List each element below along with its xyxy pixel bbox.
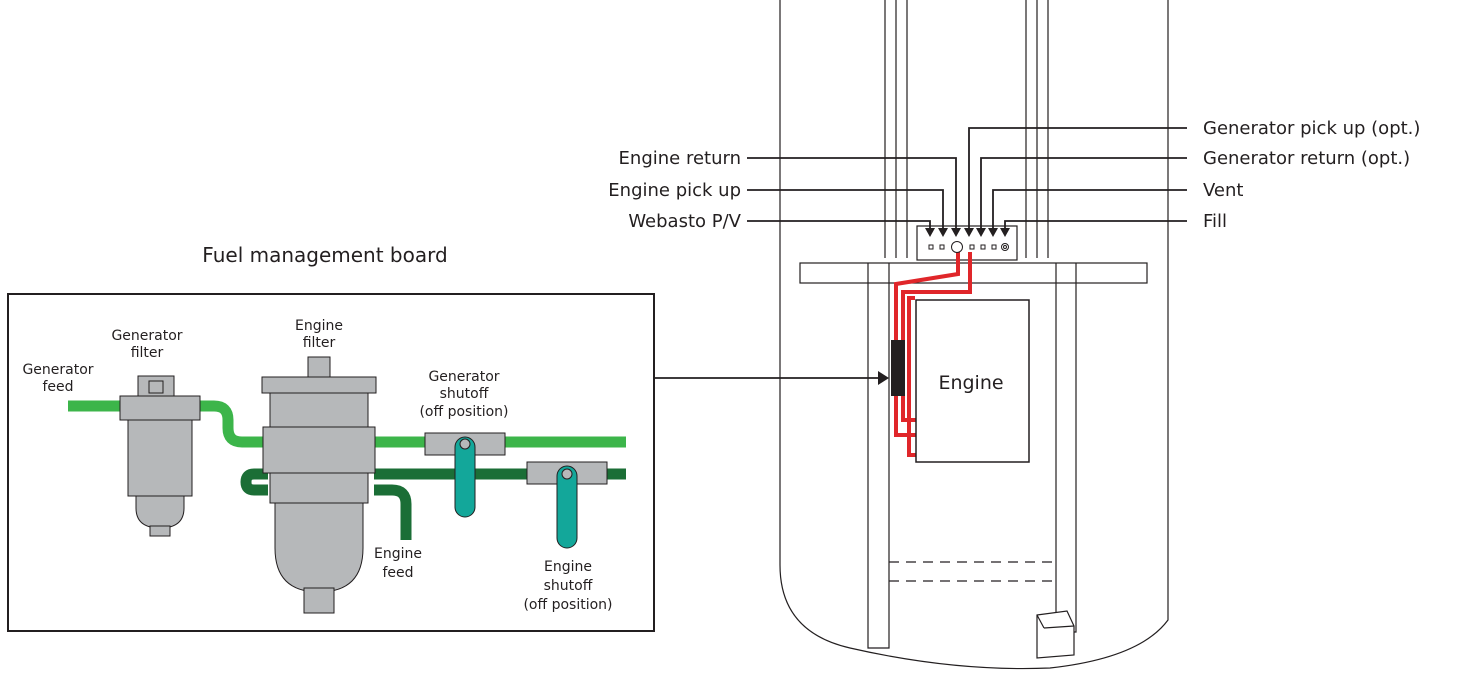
fitting-panel xyxy=(916,225,1018,261)
callout-arrowheads xyxy=(925,228,1010,237)
generator-filter-outlet-hose xyxy=(200,400,268,448)
left-callout-labels: Engine return Engine pick up Webasto P/V xyxy=(608,148,741,232)
callout-engine-pickup: Engine pick up xyxy=(608,180,741,201)
generator-filter-drain xyxy=(149,525,171,537)
battery-box xyxy=(1036,610,1075,659)
engine-filter-mid xyxy=(269,472,369,504)
callout-webasto: Webasto P/V xyxy=(628,211,741,232)
engine-shutoff-valve xyxy=(526,461,608,549)
label-engine-filter-2: filter xyxy=(303,335,336,351)
generator-filter xyxy=(119,375,201,537)
arrowhead xyxy=(964,228,974,237)
label-engine-shutoff-1: Engine xyxy=(544,559,592,575)
engine-valve-pivot xyxy=(561,468,573,480)
label-engine-shutoff-3: (off position) xyxy=(523,597,612,613)
fitting-generator-pickup xyxy=(969,244,975,250)
fitting-webasto xyxy=(928,244,934,250)
arrowhead xyxy=(925,228,935,237)
tank-fittings xyxy=(928,241,1009,253)
engine-feed-hose xyxy=(374,484,412,540)
fitting-engine-pickup xyxy=(939,244,945,250)
label-engine-shutoff-2: shutoff xyxy=(544,578,593,594)
arrowhead xyxy=(951,228,961,237)
fitting-vent xyxy=(991,244,997,250)
leader-fill xyxy=(1004,220,1187,228)
label-generator-shutoff-1: Generator xyxy=(428,369,499,385)
battery-box-edge xyxy=(1036,614,1045,629)
right-stringer xyxy=(1055,263,1077,633)
engine-box xyxy=(915,299,1030,463)
engine-loop-hose xyxy=(240,468,268,496)
leader-generator-return xyxy=(980,157,1187,228)
engine-label: Engine xyxy=(938,372,1003,394)
engine-filter-lid xyxy=(261,376,377,394)
callout-leaders xyxy=(747,127,1187,228)
engine-return-line xyxy=(894,252,960,437)
board-title: Fuel management board xyxy=(202,243,447,267)
fitting-fill xyxy=(1001,243,1009,251)
generator-filter-head xyxy=(119,395,201,421)
red-fuel-lines xyxy=(894,252,972,457)
generator-filter-bowl xyxy=(127,419,193,497)
leader-vent xyxy=(992,189,1187,228)
transom-beam xyxy=(799,262,1148,284)
generator-valve-handle xyxy=(454,436,476,518)
board-marker xyxy=(891,340,905,396)
engine-feed-line xyxy=(907,296,916,457)
label-generator-feed-1: Generator xyxy=(22,362,93,378)
generator-filter-cap-knob xyxy=(148,380,164,394)
engine-filter-bowl xyxy=(274,502,364,593)
label-generator-shutoff-2: shutoff xyxy=(440,386,489,402)
generator-shutoff-valve xyxy=(424,432,506,518)
leader-generator-pickup xyxy=(968,127,1187,228)
arrowhead xyxy=(988,228,998,237)
fitting-engine-return xyxy=(951,241,963,253)
board-labels: Generator feed Generator filter Engine f… xyxy=(22,318,612,613)
callout-engine-return: Engine return xyxy=(619,148,741,169)
engine-filter-upper xyxy=(269,392,369,428)
engine-valve-handle xyxy=(556,465,578,549)
label-generator-feed-2: feed xyxy=(42,379,73,395)
callout-fill: Fill xyxy=(1203,211,1227,232)
hull-outline xyxy=(779,0,1169,670)
generator-filter-bottom xyxy=(135,495,185,529)
right-callout-labels: Generator pick up (opt.) Generator retur… xyxy=(1203,118,1420,232)
boat-hull xyxy=(779,0,1169,670)
arrowhead xyxy=(938,228,948,237)
label-generator-filter-1: Generator xyxy=(111,328,182,344)
leader-engine-pickup xyxy=(747,189,944,228)
label-generator-filter-2: filter xyxy=(131,345,164,361)
label-engine-feed-2: feed xyxy=(382,565,413,581)
label-generator-shutoff-3: (off position) xyxy=(419,404,508,420)
label-engine-feed-1: Engine xyxy=(374,546,422,562)
board-connector-arrowhead xyxy=(878,371,889,385)
fitting-fill-inner xyxy=(1003,245,1007,249)
leader-webasto xyxy=(747,220,931,228)
fitting-generator-return xyxy=(980,244,986,250)
left-stringer xyxy=(867,263,890,649)
generator-valve-pivot xyxy=(459,438,471,450)
label-engine-filter-1: Engine xyxy=(295,318,343,334)
arrowhead xyxy=(1000,228,1010,237)
engine-filter-drain xyxy=(303,587,335,614)
engine-filter xyxy=(261,356,377,614)
leader-engine-return xyxy=(747,157,957,228)
engine-filter-top xyxy=(307,356,331,378)
battery-box-edge xyxy=(1043,625,1075,629)
arrowhead xyxy=(976,228,986,237)
callout-generator-pickup: Generator pick up (opt.) xyxy=(1203,118,1420,139)
callout-generator-return: Generator return (opt.) xyxy=(1203,148,1410,169)
callout-vent: Vent xyxy=(1203,180,1243,201)
engine-filter-head xyxy=(262,426,376,474)
